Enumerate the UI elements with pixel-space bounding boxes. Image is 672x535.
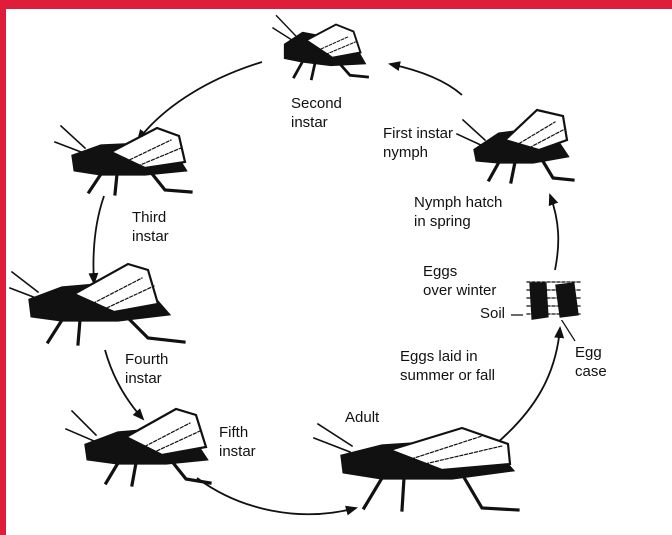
grasshopper-fifth-instar-icon — [62, 405, 212, 485]
label-nymph-hatch: Nymph hatch in spring — [414, 193, 502, 231]
egg-case-leader-line — [561, 319, 575, 341]
arrow-first-to-second — [390, 64, 462, 95]
label-fifth-instar: Fifth instar — [219, 423, 256, 461]
arrow-eggs-to-nymph — [550, 195, 558, 270]
grasshopper-adult-icon — [312, 422, 522, 512]
label-egg-case: Egg case — [575, 343, 607, 381]
label-eggs-laid: Eggs laid in summer or fall — [400, 347, 495, 385]
grasshopper-fourth-instar-icon — [8, 260, 188, 345]
label-soil: Soil — [480, 304, 505, 323]
grasshopper-first-instar-icon — [455, 100, 575, 185]
label-adult: Adult — [345, 408, 379, 427]
label-first-instar-nymph: First instar nymph — [383, 124, 453, 162]
grasshopper-second-instar-icon — [262, 14, 382, 84]
grasshopper-third-instar-icon — [45, 120, 195, 195]
label-second-instar: Second instar — [291, 94, 342, 132]
label-third-instar: Third instar — [132, 208, 169, 246]
egg-case-icon — [521, 276, 587, 322]
label-eggs-over-winter: Eggs over winter — [423, 262, 496, 300]
label-fourth-instar: Fourth instar — [125, 350, 168, 388]
